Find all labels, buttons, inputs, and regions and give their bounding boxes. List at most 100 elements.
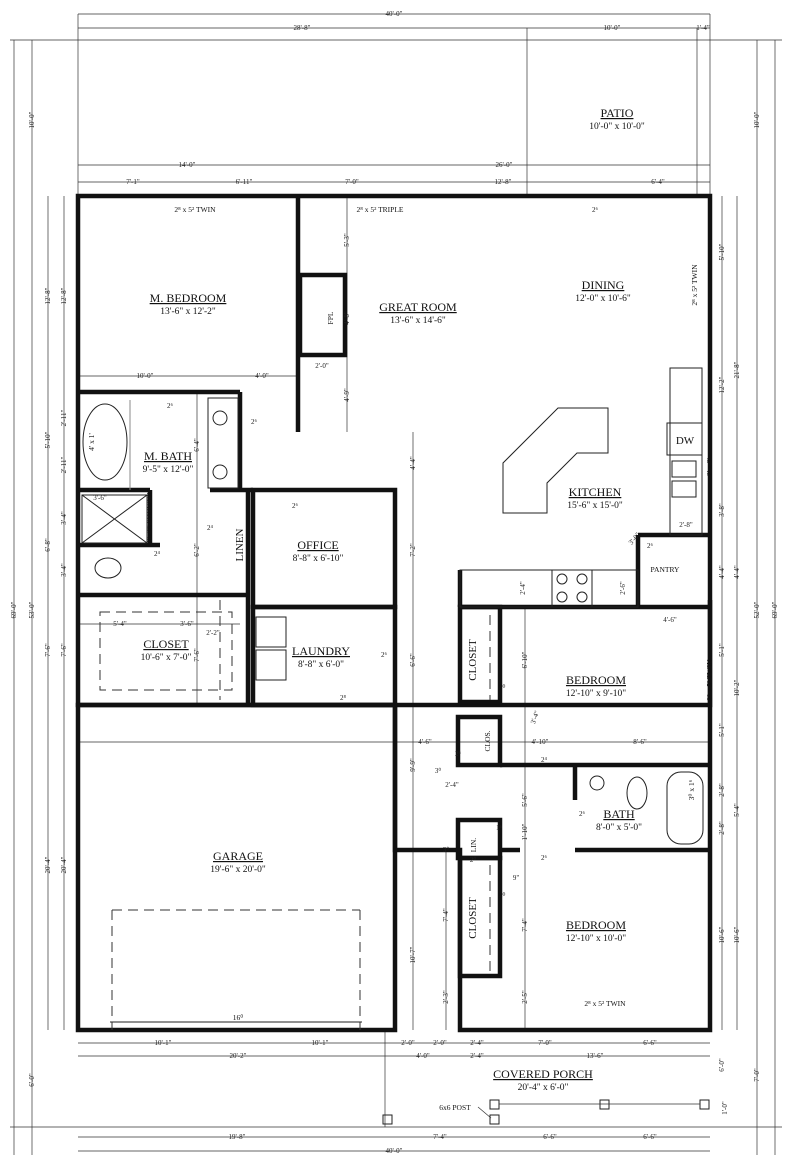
dimension-label: 10'-0" bbox=[753, 111, 761, 128]
dimension-label: 4'-10" bbox=[532, 738, 549, 746]
dimension-label: 6'-0" bbox=[718, 1058, 726, 1072]
door-size-label: 2⁶ bbox=[541, 854, 548, 862]
dimension-label: 2'-4" bbox=[519, 581, 527, 595]
dimensions-bottom: 10'-1" 10'-1" 2'-0" 2'-0" 2'-4" 7'-0" 6'… bbox=[155, 1039, 657, 1155]
dimension-label: 3'-8" bbox=[718, 503, 726, 517]
bath-toilet bbox=[626, 776, 648, 810]
dimension-label: 9'-9" bbox=[409, 758, 417, 772]
dimension-label: 6'-6" bbox=[643, 1133, 657, 1141]
dimension-label: 7'-0" bbox=[753, 1068, 761, 1082]
fireplace-label: FPL bbox=[326, 311, 335, 324]
dimension-label: 5'-1" bbox=[718, 643, 726, 657]
dimension-lines bbox=[10, 13, 782, 1155]
door-size-label: 2⁶ bbox=[251, 418, 258, 426]
room-size-dining: 12'-0" x 10'-6" bbox=[575, 294, 631, 304]
dimension-label: 14'-0" bbox=[179, 161, 196, 169]
closet-label-bedroom-2: CLOSET bbox=[467, 897, 479, 939]
dimension-label: 21'-8" bbox=[733, 361, 741, 378]
dimension-label: 4'-8" bbox=[343, 311, 351, 325]
dimension-label: 2'-0" bbox=[401, 1039, 415, 1047]
linen-label: LINEN bbox=[234, 528, 246, 561]
washer bbox=[255, 616, 287, 648]
dimension-label: 12'-8" bbox=[44, 287, 52, 304]
dimension-label: 4'-6" bbox=[418, 738, 432, 746]
dimension-label: 2'-11" bbox=[60, 457, 68, 474]
shower bbox=[81, 494, 148, 544]
dimension-label: 6'-6" bbox=[409, 653, 417, 667]
dimension-label: 7'-4" bbox=[521, 918, 529, 932]
room-size-bedroom-1: 12'-10" x 9'-10" bbox=[566, 689, 626, 699]
room-size-master-bath: 9'-5" x 12'-0" bbox=[143, 465, 194, 475]
closet-door-label: 5⁰ bbox=[499, 891, 506, 900]
room-name-patio: PATIO bbox=[601, 106, 634, 120]
door-size-label: 2⁴ bbox=[154, 550, 161, 558]
kitchen-counter-south bbox=[459, 569, 639, 608]
dimension-label: 69'-0" bbox=[10, 601, 18, 618]
dimension-label: 4'-4" bbox=[409, 456, 417, 470]
dimension-label: 6'-8" bbox=[44, 538, 52, 552]
dimension-label: 10'-6" bbox=[718, 926, 726, 943]
room-name-bedroom-2: BEDROOM bbox=[566, 918, 626, 932]
dimension-label: 5'-6" bbox=[521, 793, 529, 807]
door-size-label: 2⁶ bbox=[592, 206, 599, 214]
closet-door-label: 5⁰ bbox=[499, 683, 506, 692]
master-tub-label: 4' x 1' bbox=[87, 433, 96, 451]
dimension-label: 6'-10" bbox=[521, 651, 529, 668]
dimension-label: 2'-8" bbox=[718, 783, 726, 797]
dimension-label: 2'-0" bbox=[315, 362, 329, 370]
closet-shelving bbox=[99, 611, 233, 691]
dimension-label: 2'-4" bbox=[470, 1052, 484, 1060]
room-name-bath: BATH bbox=[603, 807, 635, 821]
room-name-closet: CLOSET bbox=[143, 637, 189, 651]
room-size-garage: 19'-6" x 20'-0" bbox=[210, 865, 266, 875]
dimension-label: 10'-0" bbox=[137, 372, 154, 380]
room-name-master-bedroom: M. BEDROOM bbox=[150, 291, 227, 305]
kitchen-counter bbox=[669, 367, 703, 536]
dimension-label: 7'-1" bbox=[126, 178, 140, 186]
pantry-label: PANTRY bbox=[651, 565, 680, 574]
room-labels: PATIO 10'-0" x 10'-0" M. BEDROOM 13'-6" … bbox=[141, 106, 645, 1093]
dimension-label: 7'-6" bbox=[60, 643, 68, 657]
bath-tub-label: 3⁰ x 1⁶ bbox=[687, 779, 696, 800]
porch-posts bbox=[382, 1099, 710, 1125]
dimension-label: 7'-4" bbox=[433, 1133, 447, 1141]
dishwasher-label: DW bbox=[676, 435, 695, 447]
dimension-label: 5'-4" bbox=[113, 620, 127, 628]
dimension-label: 69'-0" bbox=[771, 601, 779, 618]
dimension-label: 26'-0" bbox=[496, 161, 513, 169]
door-size-label: 1⁶ bbox=[496, 824, 503, 832]
room-size-closet: 10'-6" x 7'-0" bbox=[141, 653, 192, 663]
vanity bbox=[207, 397, 239, 489]
post-label: 6x6 POST bbox=[439, 1103, 471, 1112]
dimension-label: 10'-6" bbox=[733, 926, 741, 943]
door-size-label: 2⁶ bbox=[381, 651, 388, 659]
dimension-label: 2'-4" bbox=[445, 781, 459, 789]
room-name-office: OFFICE bbox=[297, 538, 338, 552]
door-size-label: 2⁶ bbox=[579, 810, 586, 818]
dimension-label: 7'-0" bbox=[538, 1039, 552, 1047]
dimension-label: 5'-4" bbox=[733, 803, 741, 817]
door-size-label: 9" bbox=[513, 874, 520, 882]
dimension-label: 20'-4" bbox=[44, 856, 52, 873]
dimension-label: 8'-6" bbox=[633, 738, 647, 746]
dimensions-interior: 10'-0" 4'-0" 2'-0" 5'-3" 4'-8" 4'-9" 4'-… bbox=[93, 233, 693, 1004]
dimension-label: 1'-0" bbox=[721, 1101, 729, 1115]
dimension-label: 2'-2" bbox=[206, 629, 220, 637]
room-size-bath: 8'-0" x 5'-0" bbox=[596, 823, 642, 833]
window-label: 2⁸ x 5² TWIN bbox=[705, 659, 714, 701]
dimension-label: 53'-0" bbox=[28, 601, 36, 618]
door-size-label: 2⁰ bbox=[470, 856, 477, 864]
dimension-label: 12'-8" bbox=[495, 178, 512, 186]
sink-bowl bbox=[671, 480, 697, 498]
room-size-kitchen: 15'-6" x 15'-0" bbox=[567, 501, 623, 511]
closet-label-bedroom-1: CLOSET bbox=[467, 639, 479, 681]
dimension-label: 40'-0" bbox=[386, 1147, 403, 1155]
room-name-master-bath: M. BATH bbox=[144, 449, 192, 463]
dimension-label: 7'-0" bbox=[345, 178, 359, 186]
dimension-label: 20'-4" bbox=[60, 856, 68, 873]
dimension-label: 6'-11" bbox=[236, 178, 253, 186]
window-label: 2⁸ x 5² TWIN bbox=[690, 264, 699, 306]
window-label: 2⁸ x 5² TWIN bbox=[584, 999, 626, 1008]
room-size-office: 8'-8" x 6'-10" bbox=[293, 554, 344, 564]
garage-door-label: 16⁰ bbox=[233, 1013, 244, 1022]
